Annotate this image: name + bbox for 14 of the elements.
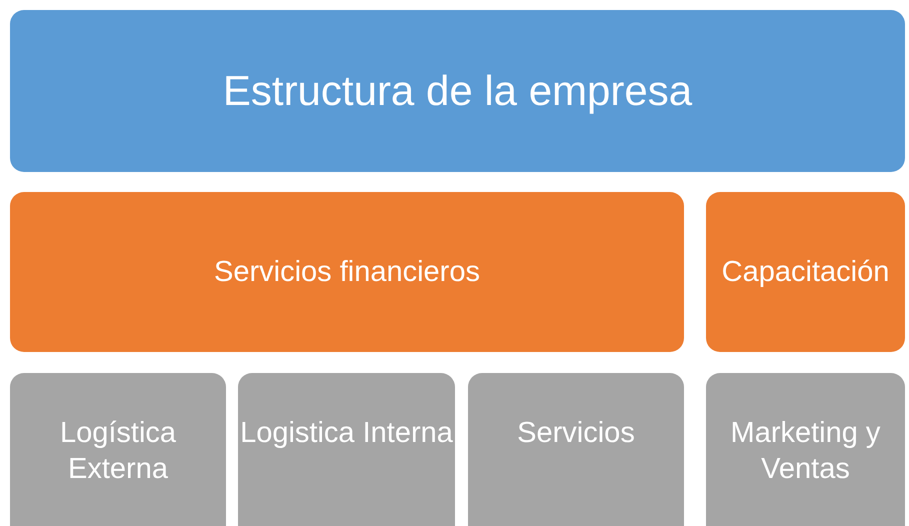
box-label: Logística Externa	[58, 416, 178, 488]
category-box	[706, 192, 905, 352]
department-box	[10, 373, 226, 526]
box-label: Logistica Interna	[240, 416, 453, 451]
department-box	[238, 373, 455, 526]
department-box	[706, 373, 905, 526]
box-label: Capacitación	[722, 254, 890, 290]
category-box	[10, 192, 684, 352]
box-label: Servicios	[517, 416, 635, 451]
department-box	[468, 373, 684, 526]
box-label: Estructura de la empresa	[222, 66, 692, 116]
box-label: Servicios financieros	[214, 254, 480, 290]
title-banner	[10, 10, 905, 172]
box-label: Marketing y Ventas	[730, 416, 882, 488]
